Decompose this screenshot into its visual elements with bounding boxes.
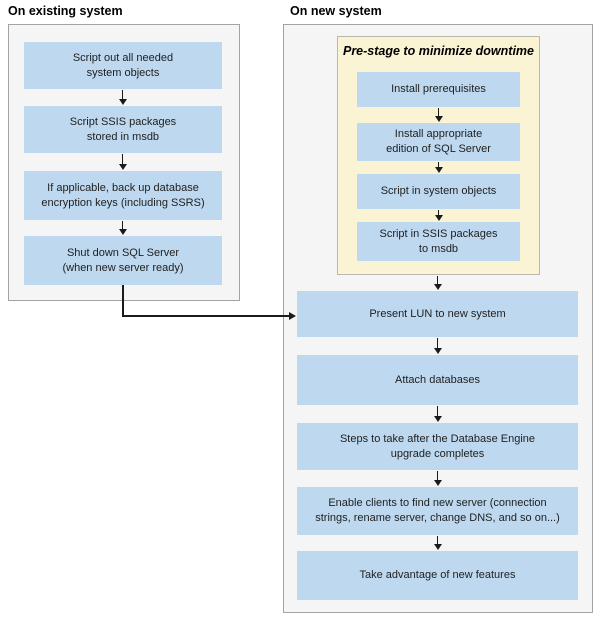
- arrow-down-icon: [118, 90, 127, 105]
- prestage-title: Pre-stage to minimize downtime: [342, 44, 534, 58]
- new-system-heading: On new system: [290, 4, 382, 18]
- step-attach-databases: Attach databases: [297, 355, 578, 405]
- step-shut-down-sql-server: Shut down SQL Server (when new server re…: [24, 236, 222, 285]
- arrow-down-icon: [434, 108, 443, 122]
- elbow-connector-horizontal: [122, 315, 289, 317]
- arrow-down-icon: [433, 276, 442, 290]
- arrow-down-icon: [434, 162, 443, 173]
- step-present-lun: Present LUN to new system: [297, 291, 578, 337]
- elbow-connector-vertical: [122, 285, 124, 316]
- step-install-prerequisites: Install prerequisites: [357, 72, 520, 107]
- step-post-upgrade-steps: Steps to take after the Database Engine …: [297, 423, 578, 470]
- arrow-down-icon: [433, 536, 442, 550]
- arrow-down-icon: [433, 471, 442, 486]
- step-backup-encryption-keys: If applicable, back up database encrypti…: [24, 171, 222, 220]
- step-script-in-system-objects: Script in system objects: [357, 174, 520, 209]
- step-script-in-ssis-packages: Script in SSIS packages to msdb: [357, 222, 520, 261]
- step-take-advantage-new-features: Take advantage of new features: [297, 551, 578, 600]
- step-script-out-system-objects: Script out all needed system objects: [24, 42, 222, 89]
- arrow-down-icon: [118, 154, 127, 170]
- step-install-sql-server-edition: Install appropriate edition of SQL Serve…: [357, 123, 520, 161]
- arrow-down-icon: [433, 338, 442, 354]
- step-enable-clients: Enable clients to find new server (conne…: [297, 487, 578, 535]
- arrow-down-icon: [433, 406, 442, 422]
- arrow-right-icon: [289, 311, 296, 320]
- arrow-down-icon: [434, 210, 443, 221]
- arrow-down-icon: [118, 221, 127, 235]
- step-script-ssis-packages: Script SSIS packages stored in msdb: [24, 106, 222, 153]
- existing-system-heading: On existing system: [8, 4, 123, 18]
